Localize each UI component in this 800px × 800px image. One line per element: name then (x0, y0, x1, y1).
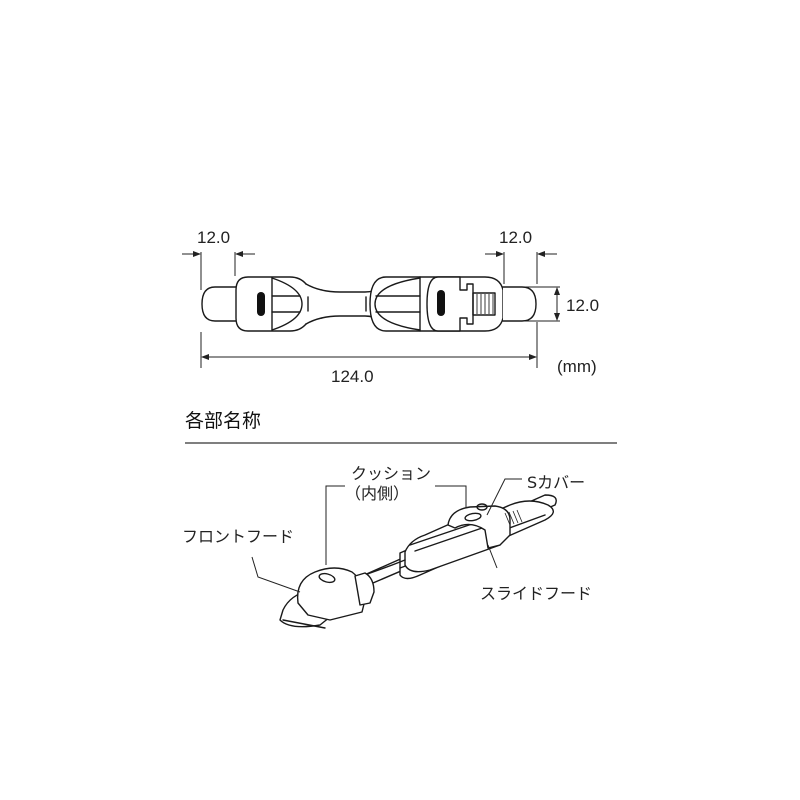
left-cap-width-label: 12.0 (197, 228, 231, 247)
cap-height-label: 12.0 (566, 296, 600, 315)
cushion-label: クッション (351, 464, 432, 483)
cushion-inner-label: （内側） (345, 484, 410, 503)
slide-hood-label: スライドフード (480, 584, 593, 603)
s-cover-label: Sカバー (527, 473, 586, 492)
unit-label: (mm) (557, 357, 597, 376)
total-length-label: 124.0 (331, 367, 374, 386)
parts-section-title: 各部名称 (185, 410, 262, 432)
right-cap-width-label: 12.0 (499, 228, 533, 247)
front-hood-label: フロントフード (182, 527, 295, 546)
